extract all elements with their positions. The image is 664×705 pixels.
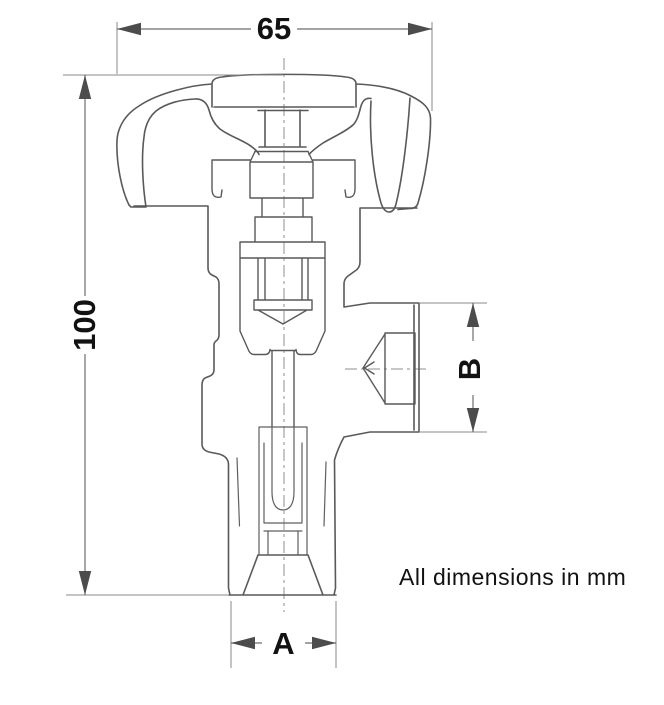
dim-label-outlet-b: B (452, 358, 487, 380)
bonnet-and-gland-outline (211, 150, 356, 428)
dimension-labels: 65 100 B A All dimensions in mm (67, 11, 626, 661)
dim-label-inlet-a: A (272, 626, 294, 661)
outlet-port-cone (362, 332, 416, 405)
dimension-annotations: 65 100 B A All dimensions in mm (63, 11, 626, 668)
valve-body-outline (133, 205, 420, 596)
handwheel-outline (116, 73, 432, 213)
extension-lines (63, 22, 487, 668)
centerline (283, 58, 430, 612)
valve-outline-group (116, 73, 432, 596)
inlet-bore-detail (236, 426, 327, 556)
centerlines (283, 58, 430, 612)
dim-label-height-100: 100 (67, 299, 102, 351)
units-note: All dimensions in mm (399, 564, 626, 590)
dim-label-width-65: 65 (257, 11, 291, 46)
